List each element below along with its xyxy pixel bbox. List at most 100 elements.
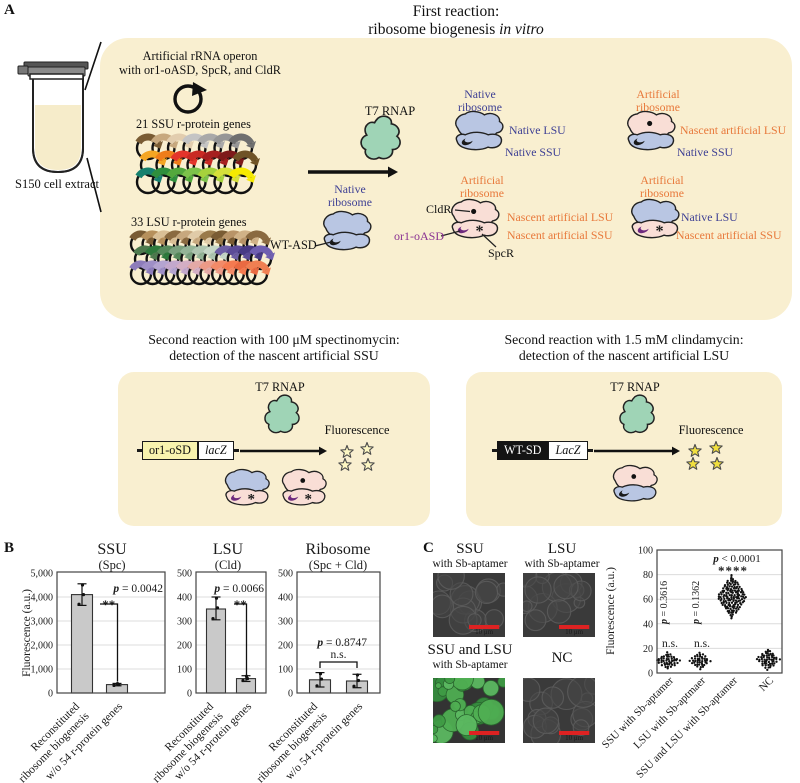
beeswarm-cluster — [717, 573, 747, 620]
star-icon — [338, 457, 352, 471]
figure-a-title: First reaction: ribosome biogenesis in v… — [286, 3, 626, 38]
ribosome-diagram: * — [281, 468, 327, 507]
data-point — [211, 617, 215, 621]
ribosome-diagram: * — [631, 198, 680, 240]
product2-ssu-label: Native SSU — [677, 145, 734, 159]
tube-illustration — [17, 61, 89, 174]
y-tick-label: 500 — [278, 569, 293, 580]
data-point — [315, 684, 319, 688]
lsu-genes-label: 33 LSU r-protein genes — [131, 215, 247, 229]
data-point — [81, 593, 86, 597]
scale-bar — [559, 625, 590, 629]
droplet — [523, 678, 541, 702]
droplet — [433, 725, 439, 734]
product1-lsu-label: Native LSU — [509, 123, 566, 137]
droplet — [496, 582, 505, 597]
droplet — [532, 707, 560, 735]
y-tick-label: 100 — [638, 546, 653, 557]
micrograph-ssu-lsu: 10 μm — [433, 678, 505, 743]
ribosome-diagram — [323, 210, 372, 251]
droplet — [449, 700, 461, 712]
droplet — [467, 613, 482, 628]
product1-ssu-label: Native SSU — [505, 145, 562, 159]
y-tick-label: 3,000 — [31, 617, 54, 628]
product2-lsu-label: Nascent artificial LSU — [680, 123, 787, 137]
star-icon — [709, 440, 723, 454]
scale-bar — [469, 731, 500, 735]
arrow — [319, 446, 327, 456]
micrograph3-title: SSU and LSU with Sb-aptamer — [427, 642, 513, 671]
significance: **** — [718, 563, 748, 578]
lacz-gene-box-right: LacZ — [548, 441, 588, 460]
data-point — [319, 677, 324, 681]
wt-sd-gene-box: WT-SD — [497, 441, 549, 460]
star-icon — [360, 441, 374, 455]
y-tick-label: 300 — [278, 617, 293, 628]
significance: n.s. — [662, 638, 678, 650]
p-value: p = 0.8747 — [316, 637, 367, 649]
spcr-asterisk: * — [476, 223, 484, 240]
y-tick-label: 200 — [177, 641, 192, 652]
star-icon — [340, 444, 354, 458]
first-reaction-title-line1: First reaction: — [412, 3, 500, 20]
product3-ssu-label: Nascent artificial SSU — [507, 228, 613, 242]
droplet — [524, 609, 547, 632]
y-tick-label: 500 — [177, 569, 192, 580]
first-reaction-title-line2: ribosome biogenesis in vitro — [368, 20, 544, 38]
plasmid-icon — [173, 82, 207, 114]
y-tick-label: 80 — [643, 570, 653, 581]
p-value: p = 0.0066 — [213, 583, 264, 595]
droplet — [553, 574, 579, 600]
wt-asd-label: WT-ASD — [270, 238, 317, 252]
panel-c-label: C — [423, 540, 434, 556]
scale-bar-label: 10 μm — [565, 628, 584, 636]
droplet — [482, 680, 500, 697]
data-point — [244, 674, 249, 678]
bar — [70, 594, 94, 694]
panel-b-label: B — [4, 540, 15, 556]
panel-a-graphics: * * * * — [17, 41, 724, 507]
chart-title: SSU — [97, 541, 127, 558]
y-tick-label: 400 — [177, 593, 192, 604]
spcr-asterisk: * — [248, 491, 255, 507]
y-tick-label: 5,000 — [31, 569, 54, 580]
data-point — [214, 596, 219, 600]
construct-end-right2 — [587, 449, 593, 452]
droplet — [567, 678, 595, 708]
y-tick-label: 1,000 — [31, 665, 54, 676]
construct-end-left — [137, 449, 142, 452]
data-point — [77, 602, 81, 606]
y-tick-label: 300 — [177, 617, 192, 628]
significance: n.s. — [331, 649, 347, 661]
micrograph-lsu: 10 μm — [523, 573, 595, 637]
data-point — [356, 678, 361, 683]
y-tick-label: 2,000 — [31, 641, 54, 652]
star-icon — [361, 457, 375, 471]
micrograph-ssu: 10 μm — [433, 573, 505, 637]
ribosome-diagram: * — [224, 468, 270, 507]
y-axis-label: Fluorescence (a.u.) — [605, 567, 617, 655]
significance: n.s. — [694, 638, 710, 650]
micrograph-nc: 10 μm — [523, 678, 595, 743]
y-tick-label: 40 — [643, 619, 653, 630]
cldr-label: CldR — [426, 202, 452, 216]
bar-chart-ssu: SSU(Spc)Fluorescence (a.u.)01,0002,0003,… — [17, 541, 166, 783]
chart-subtitle: (Cld) — [215, 558, 241, 572]
spcr-asterisk: * — [656, 223, 664, 240]
second-reaction-right-title: Second reaction with 1.5 mM clindamycin:… — [504, 332, 744, 363]
plot-border — [296, 571, 381, 694]
droplet — [433, 734, 438, 743]
scale-bar-label: 10 μm — [565, 734, 584, 742]
reporter-construct-left: or1-oSD lacZ — [137, 441, 239, 460]
in-vitro-italic: in vitro — [499, 20, 544, 38]
plot-border — [656, 549, 783, 674]
star-icon — [688, 443, 702, 457]
y-tick-label: 20 — [643, 644, 653, 655]
arrow — [672, 446, 680, 456]
cldr-dot — [300, 478, 306, 483]
